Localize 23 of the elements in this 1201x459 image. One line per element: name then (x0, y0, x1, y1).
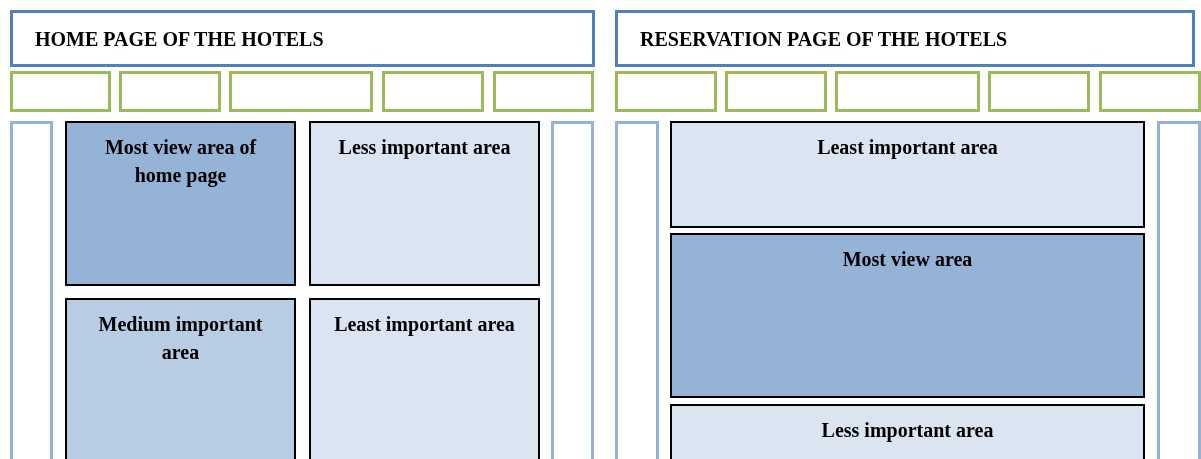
menu-tab (119, 71, 221, 112)
content-area: Medium important area (65, 298, 296, 459)
menu-tab (1099, 71, 1201, 112)
content-area: Most view area of home page (65, 121, 296, 286)
content-area: Less important area (670, 404, 1145, 459)
menu-tab (615, 71, 717, 112)
content-area: Least important area (670, 121, 1145, 228)
menu-tab (835, 71, 980, 112)
side-column (10, 121, 53, 459)
page-header: RESERVATION PAGE OF THE HOTELS (615, 10, 1195, 67)
menu-tab (988, 71, 1090, 112)
page-header: HOME PAGE OF THE HOTELS (10, 10, 595, 67)
side-column (551, 121, 594, 459)
content-area: Most view area (670, 233, 1145, 398)
menu-tab (725, 71, 827, 112)
side-column (615, 121, 659, 459)
menu-tab (229, 71, 373, 112)
menu-tab (493, 71, 594, 112)
menu-tab (382, 71, 484, 112)
menu-tab (10, 71, 111, 112)
side-column (1157, 121, 1201, 459)
content-area: Less important area (309, 121, 540, 286)
content-area: Least important area (309, 298, 540, 459)
